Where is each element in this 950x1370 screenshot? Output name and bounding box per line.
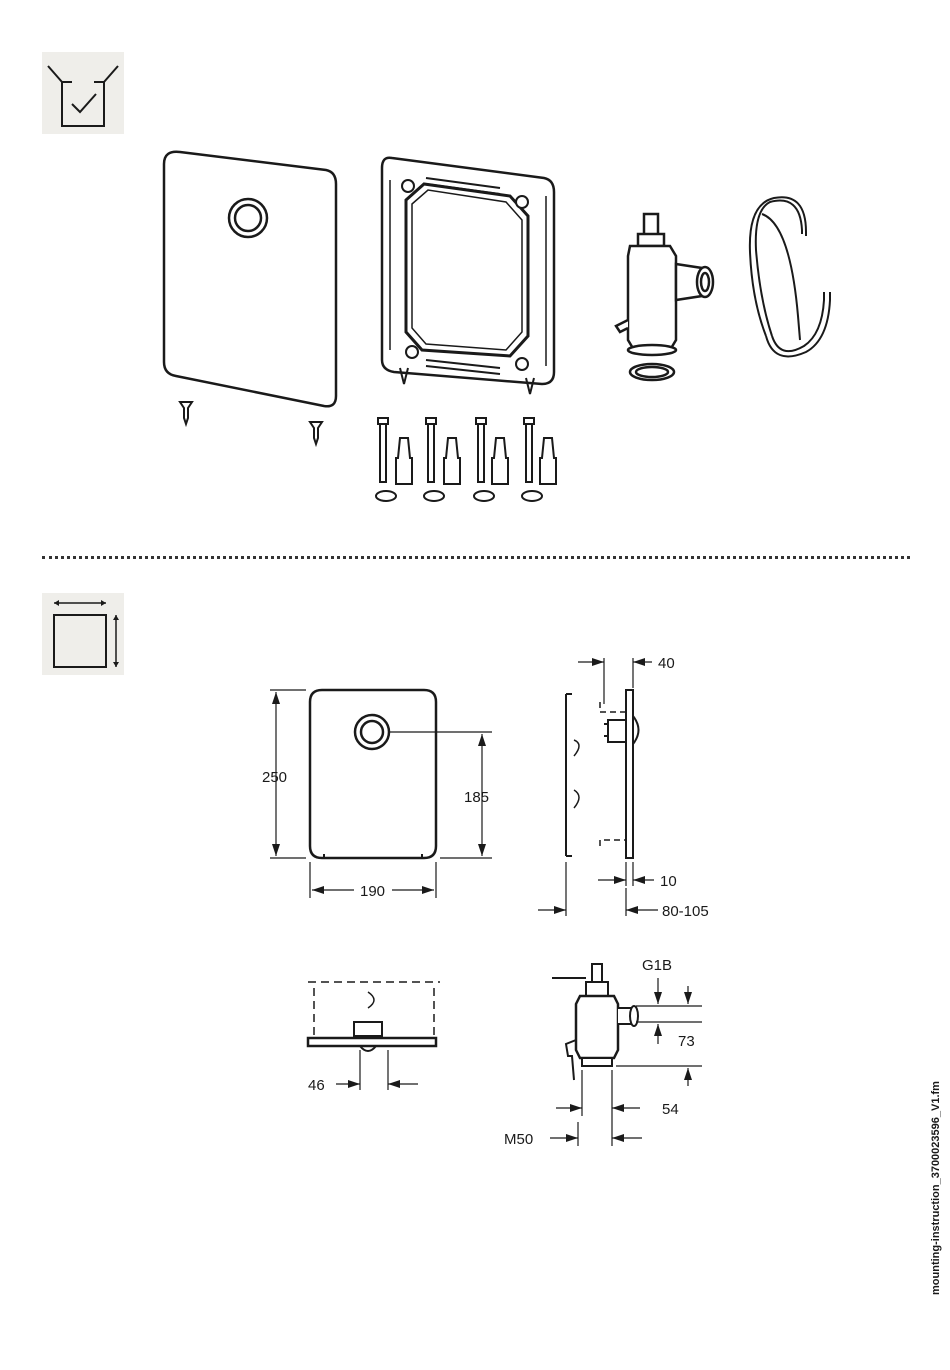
scope-of-delivery-icon-box xyxy=(42,52,124,134)
scope-of-delivery-drawing xyxy=(150,140,870,520)
dim-side-54: 54 xyxy=(662,1101,679,1118)
square-dimensions-icon xyxy=(42,593,124,675)
mounting-frame xyxy=(382,158,554,394)
section-separator xyxy=(42,556,910,559)
screw xyxy=(310,422,322,444)
top-view: 46 xyxy=(308,982,440,1094)
dim-hole-height: 185 xyxy=(464,789,489,806)
dim-width: 190 xyxy=(360,883,385,900)
file-name-label: mounting-instruction_3700023596_V1.fm xyxy=(930,1081,942,1295)
front-view: 250 185 190 xyxy=(262,690,492,900)
flush-valve xyxy=(616,214,713,380)
dim-thread-g: G1B xyxy=(642,957,672,974)
cover-plate xyxy=(164,152,336,407)
dim-depth-range: 80-105 xyxy=(662,903,709,920)
dim-depth-top: 40 xyxy=(658,655,675,672)
dim-height: 250 xyxy=(262,769,287,786)
dim-width-46: 46 xyxy=(308,1077,325,1094)
dim-thread-m: M50 xyxy=(504,1131,533,1148)
box-checkmark-icon xyxy=(42,52,124,134)
side-view: 40 10 80-105 xyxy=(538,655,709,920)
dimensions-drawing: 250 185 190 40 xyxy=(240,640,760,1150)
spring-clip xyxy=(750,197,830,356)
dim-offset: 73 xyxy=(678,1033,695,1050)
valve-detail-view: G1B 73 54 M50 xyxy=(504,957,702,1148)
dimensions-icon-box xyxy=(42,593,124,675)
screw xyxy=(180,402,192,424)
dim-plate: 10 xyxy=(660,873,677,890)
bolt-set xyxy=(376,418,556,501)
